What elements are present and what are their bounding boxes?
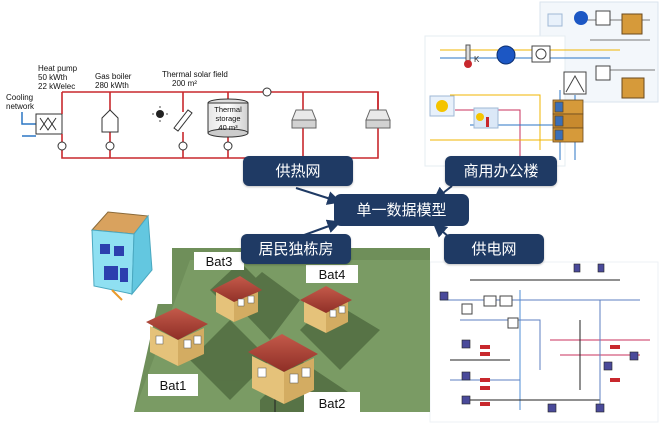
house-bat1-icon: [146, 308, 208, 366]
pump-icons: [57, 87, 272, 151]
heat-pump-label-1: Heat pump: [38, 64, 78, 73]
substation-icon-2: [365, 109, 391, 129]
heat-pump-label-2: 50 kWth: [38, 73, 67, 82]
solar-field-label-1: Thermal solar field: [162, 70, 228, 79]
heat-network-diagram: Cooling network Heat pump 50 kWth 22 kWe…: [6, 64, 391, 159]
house-label-bat3: Bat3: [206, 254, 233, 269]
residential-3d-scene: Bat3 Bat4 Bat1 Bat2: [134, 248, 430, 414]
storage-label-3: 40 m³: [218, 123, 238, 132]
node-residential-house: 居民独栋房: [241, 234, 351, 264]
thermal-storage-tank-icon: [207, 98, 249, 138]
cooling-network-label-2: network: [6, 102, 35, 111]
node-heating-network: 供热网: [243, 156, 353, 186]
solar-field-label-2: 200 m²: [172, 79, 197, 88]
gas-boiler-icon: [101, 109, 119, 133]
power-grid-diagram: [429, 261, 659, 423]
heat-pump-icon: [35, 113, 63, 135]
building-model-icon: [72, 211, 172, 304]
house-bat2-icon: [248, 334, 318, 404]
cooling-network-label-1: Cooling: [6, 93, 33, 102]
single-data-model: 单一数据模型: [334, 194, 469, 226]
storage-label-2: storage: [215, 114, 240, 123]
office-model-diagram: K: [424, 1, 659, 167]
gas-boiler-label-2: 280 kWth: [95, 81, 129, 90]
house-bat3-icon: [212, 276, 262, 322]
house-label-bat2: Bat2: [319, 396, 346, 411]
storage-label-1: Thermal: [214, 105, 242, 114]
house-label-bat1: Bat1: [160, 378, 187, 393]
gas-boiler-label-1: Gas boiler: [95, 72, 132, 81]
house-label-bat4: Bat4: [319, 267, 346, 282]
heat-pump-label-3: 22 kWelec: [38, 82, 75, 91]
substation-icon-1: [291, 109, 317, 129]
node-commercial-office: 商用办公楼: [445, 156, 557, 186]
node-power-grid: 供电网: [444, 234, 544, 264]
solar-collector-icon: [152, 106, 193, 132]
house-bat4-icon: [300, 286, 352, 333]
svg-text:K: K: [474, 55, 480, 64]
